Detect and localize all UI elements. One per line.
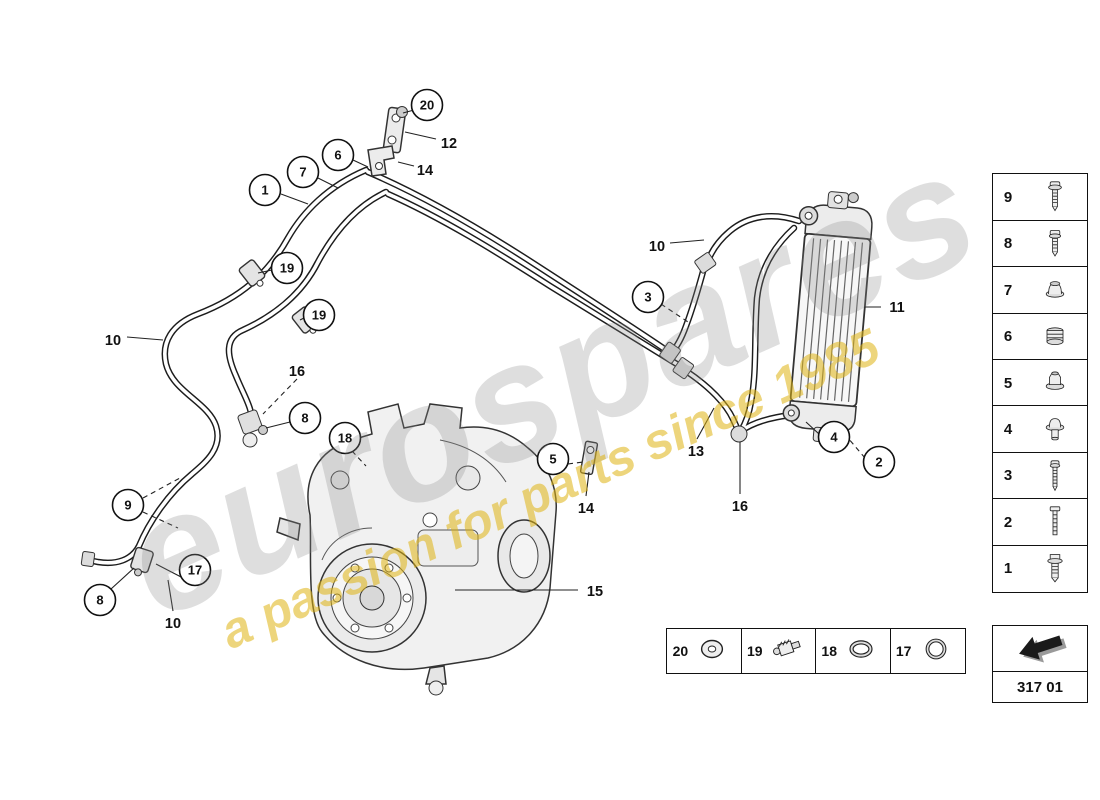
legend-item-19[interactable]: 19 [740,628,817,674]
flange-nut-icon [1023,364,1087,402]
callout-5[interactable]: 5 [536,442,570,476]
callout-label: 8 [96,593,103,608]
callout-label: 7 [299,165,306,180]
callout-8[interactable]: 8 [288,401,322,435]
callout-label: 4 [830,430,838,445]
sidebar-item-4[interactable]: 4 [992,405,1088,454]
leader-lines [110,109,881,612]
callout-6[interactable]: 6 [321,138,355,172]
callout-label: 2 [875,455,882,470]
pipe-clamp [238,259,266,287]
callout-19[interactable]: 19 [302,298,336,332]
sidebar-item-number: 2 [1003,513,1013,531]
callout-label: 3 [644,290,651,305]
callout-3[interactable]: 3 [631,280,665,314]
part-label-14: 14 [417,163,433,179]
callout-8[interactable]: 8 [83,583,117,617]
sidebar-item-9[interactable]: 9 [992,173,1088,222]
diagram-code: 317 01 [992,671,1088,704]
part-label-10: 10 [165,616,181,632]
sidebar-item-number: 5 [1003,374,1013,392]
legend-item-17[interactable]: 17 [889,628,966,674]
diagram-code-box: 317 01 [992,625,1088,704]
part-label-16: 16 [732,499,748,515]
callout-17[interactable]: 17 [178,553,212,587]
screw-icon [1023,457,1087,495]
seal-legend: 20 19 18 17 [666,628,966,674]
part-label-13: 13 [688,444,704,460]
part-label-14: 14 [578,501,594,517]
part-label-16: 16 [289,364,305,380]
callout-label: 1 [261,183,268,198]
long-bolt-icon [1023,503,1087,541]
mounting-bracket-12 [382,106,408,154]
callout-label: 17 [188,563,202,578]
part-label-11: 11 [889,300,904,316]
washer-icon [693,632,731,671]
legend-item-18[interactable]: 18 [815,628,892,674]
mounting-bracket-14 [367,145,395,177]
sidebar-item-1[interactable]: 1 [992,544,1088,593]
sidebar-item-7[interactable]: 7 [992,266,1088,315]
callout-label: 20 [420,98,434,113]
callout-1[interactable]: 1 [248,173,282,207]
callout-4[interactable]: 4 [817,420,851,454]
grommet-icon [1023,271,1087,309]
hex-flange-bolt-icon [1023,550,1087,588]
sidebar-item-8[interactable]: 8 [992,219,1088,268]
legend-item-number: 19 [747,643,763,659]
legend-item-20[interactable]: 20 [666,628,743,674]
sidebar-item-3[interactable]: 3 [992,451,1088,500]
o-ring-icon [842,632,880,671]
sidebar-item-2[interactable]: 2 [992,498,1088,547]
callout-7[interactable]: 7 [286,155,320,189]
callout-label: 6 [334,148,341,163]
bleeder-valve-icon [768,632,806,671]
sidebar-item-5[interactable]: 5 [992,359,1088,408]
sidebar-item-6[interactable]: 6 [992,312,1088,361]
sidebar-item-number: 4 [1003,420,1013,438]
legend-item-number: 17 [895,643,912,659]
grommet-tall-icon [1023,410,1087,448]
callout-label: 5 [549,452,556,467]
pipe-bracket-mid [579,440,599,476]
back-arrow-icon [1010,627,1070,672]
part-label-15: 15 [587,584,603,600]
oil-pipes [84,166,803,566]
callout-label: 19 [280,261,294,276]
hose-fitting-left [237,409,268,448]
callout-9[interactable]: 9 [111,488,145,522]
flange-screw-icon [1023,225,1087,263]
pipe-clamp [130,546,154,577]
callout-label: 19 [312,308,326,323]
part-label-10: 10 [649,239,665,255]
fastener-sidebar: 9 8 7 6 5 4 3 2 1 [992,173,1088,593]
legend-item-number: 18 [821,643,837,659]
part-label-10: 10 [105,333,121,349]
part-label-12: 12 [441,136,457,152]
callout-label: 9 [124,498,131,513]
flange-screw-icon [1023,178,1087,216]
pipe-unions [80,252,748,568]
sidebar-item-number: 7 [1003,281,1013,299]
seal-ring-icon [917,632,955,671]
back-arrow-cell[interactable] [992,625,1088,673]
callout-label: 8 [301,411,308,426]
sidebar-item-number: 9 [1003,188,1013,206]
callout-19[interactable]: 19 [270,251,304,285]
callout-18[interactable]: 18 [328,421,362,455]
gearbox [276,403,557,696]
sidebar-item-number: 1 [1003,560,1013,578]
sidebar-item-number: 3 [1003,467,1013,485]
legend-item-number: 20 [672,643,689,659]
sidebar-item-number: 8 [1003,235,1013,253]
callout-label: 18 [338,431,352,446]
sidebar-item-number: 6 [1003,328,1013,346]
callout-2[interactable]: 2 [862,445,896,479]
callout-20[interactable]: 20 [410,88,444,122]
rubber-bushing-icon [1023,318,1087,356]
